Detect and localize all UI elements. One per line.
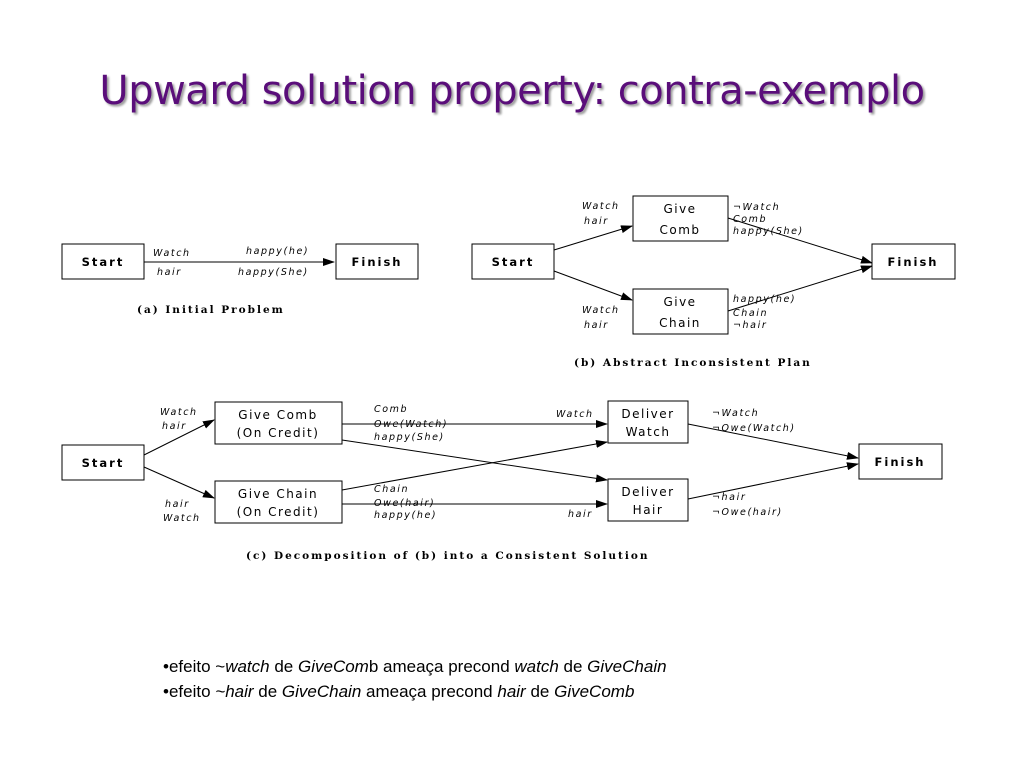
bullet-item: •efeito ~watch de GiveComb ameaça precon… xyxy=(163,657,667,676)
node-finish: Finish xyxy=(858,443,943,480)
label-watch: Watch xyxy=(153,248,191,259)
label-deliver-watch-pre: Watch xyxy=(556,409,594,420)
node-give-comb-line2: Comb xyxy=(659,223,700,237)
caption-c: (c) Decomposition of (b) into a Consiste… xyxy=(246,550,650,562)
node-give-comb-line2: (On Credit) xyxy=(237,426,320,440)
label-chain-eff-chain: Chain xyxy=(374,484,409,495)
node-start: Start xyxy=(471,243,555,280)
node-give-chain: Give Chain xyxy=(632,288,729,335)
node-start: Start xyxy=(61,444,145,481)
bullet-item: •efeito ~hair de GiveChain ameaça precon… xyxy=(163,682,635,701)
label-happy-he: happy(he) xyxy=(246,246,309,257)
edge-start-givecomb xyxy=(553,225,633,251)
label-hair: hair xyxy=(157,267,182,278)
label-chain-pre-watch: Watch xyxy=(163,513,201,524)
label-chain-eff-not-hair: ¬hair xyxy=(733,320,767,331)
node-deliver-hair-line1: Deliver xyxy=(621,485,674,499)
label-comb-pre-watch: Watch xyxy=(582,201,620,212)
node-give-chain-line2: (On Credit) xyxy=(237,505,320,519)
node-deliver-hair: Deliver Hair xyxy=(607,478,689,522)
caption-b: (b) Abstract Inconsistent Plan xyxy=(574,357,812,369)
node-finish-label: Finish xyxy=(352,255,403,269)
label-chain-pre-watch: Watch xyxy=(582,305,620,316)
edge-givechain-deliverwatch xyxy=(341,440,608,491)
node-finish: Finish xyxy=(871,243,956,280)
label-deliver-watch-eff-1: ¬Watch xyxy=(712,408,759,419)
edge-start-givechain xyxy=(143,466,215,499)
edge-givechain-finish xyxy=(727,265,873,312)
node-finish: Finish xyxy=(335,243,419,280)
diagram-c: Start Give Comb (On Credit) Give Chain (… xyxy=(61,400,943,562)
label-comb-eff-happy-she: happy(She) xyxy=(733,226,804,237)
edge-givecomb-finish xyxy=(727,217,873,264)
label-chain-eff-happy-he: happy(he) xyxy=(374,510,437,521)
edge-start-givechain xyxy=(553,270,633,301)
label-chain-pre-hair: hair xyxy=(165,499,190,510)
bullet-list: •efeito ~watch de GiveComb ameaça precon… xyxy=(163,654,667,704)
node-start-label: Start xyxy=(492,255,535,269)
node-finish-label: Finish xyxy=(888,255,939,269)
label-comb-pre-hair: hair xyxy=(162,421,187,432)
node-finish-label: Finish xyxy=(875,455,926,469)
edge-deliverwatch-finish xyxy=(687,423,859,460)
node-start: Start xyxy=(61,243,145,280)
node-give-comb-line1: Give Comb xyxy=(238,408,317,422)
diagram-b: Start Give Comb Give Chain Finish Watch … xyxy=(471,195,956,369)
label-chain-pre-hair: hair xyxy=(584,320,609,331)
node-deliver-watch-line2: Watch xyxy=(626,425,671,439)
node-give-chain-line1: Give xyxy=(663,295,696,309)
diagram-a: Start Finish Watch hair happy(he) happy(… xyxy=(61,243,419,316)
label-comb-pre-hair: hair xyxy=(584,216,609,227)
label-happy-she: happy(She) xyxy=(238,267,309,278)
node-deliver-watch: Deliver Watch xyxy=(607,400,689,444)
edge-givecomb-deliverhair xyxy=(341,439,608,483)
label-deliver-hair-eff-2: ¬Owe(hair) xyxy=(712,507,783,518)
label-comb-eff-comb: Comb xyxy=(733,214,767,225)
node-give-chain-line1: Give Chain xyxy=(238,487,318,501)
node-give-chain-credit: Give Chain (On Credit) xyxy=(214,480,343,524)
node-start-label: Start xyxy=(82,456,125,470)
node-deliver-hair-line2: Hair xyxy=(633,503,664,517)
node-start-label: Start xyxy=(82,255,125,269)
label-comb-eff-owe-watch: Owe(Watch) xyxy=(374,419,448,430)
label-deliver-watch-eff-2: ¬Owe(Watch) xyxy=(712,423,796,434)
node-give-chain-line2: Chain xyxy=(659,316,701,330)
slide-title: Upward solution property: contra-exemplo xyxy=(99,68,925,114)
edge-start-givecomb xyxy=(143,419,215,456)
caption-a: (a) Initial Problem xyxy=(137,304,285,316)
label-chain-eff-owe-hair: Owe(hair) xyxy=(374,498,435,509)
label-comb-pre-watch: Watch xyxy=(160,407,198,418)
label-comb-eff-comb: Comb xyxy=(374,404,408,415)
label-deliver-hair-eff-1: ¬hair xyxy=(712,492,746,503)
label-chain-eff-chain: Chain xyxy=(733,308,768,319)
node-give-comb: Give Comb xyxy=(632,195,729,242)
node-give-comb-line1: Give xyxy=(663,202,696,216)
node-give-comb-credit: Give Comb (On Credit) xyxy=(214,401,343,445)
label-chain-eff-happy-he: happy(he) xyxy=(733,294,796,305)
label-comb-eff-not-watch: ¬Watch xyxy=(733,202,780,213)
edge-deliverhair-finish xyxy=(687,462,859,500)
node-deliver-watch-line1: Deliver xyxy=(621,407,674,421)
label-comb-eff-happy-she: happy(She) xyxy=(374,432,445,443)
label-deliver-hair-pre: hair xyxy=(568,509,593,520)
